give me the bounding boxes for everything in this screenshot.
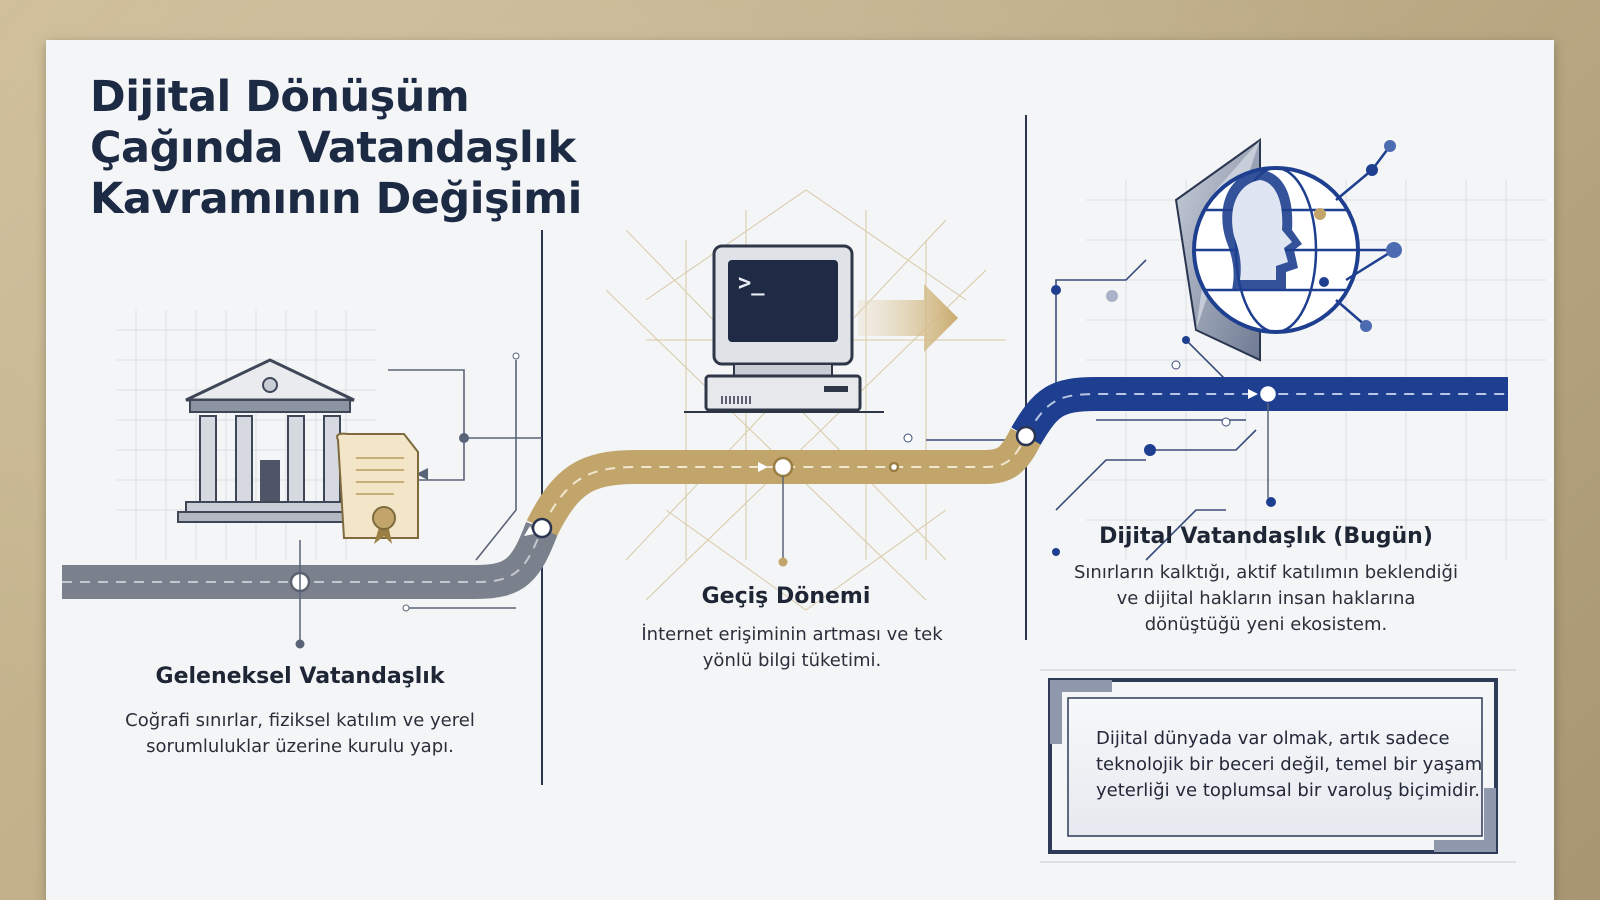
digital-globe-head-icon (1174, 138, 1402, 362)
computer-terminal-icon: >_ (684, 244, 884, 413)
government-building-icon (177, 358, 363, 523)
stage-transition-title: Geçiş Dönemi (701, 584, 871, 609)
quote-box-frame (1040, 669, 1516, 863)
svg-text:>_: >_ (738, 271, 765, 296)
infographic-card: >_ (46, 40, 1554, 900)
stage-transition-description: İnternet erişiminin artması ve tek yönlü… (641, 624, 943, 671)
stage-digital-description: Sınırların kalktığı, aktif katılımın bek… (1074, 562, 1458, 635)
stage-digital-title: Dijital Vatandaşlık (Bugün) (1099, 524, 1433, 549)
page-title: Dijital Dönüşüm Çağında Vatandaşlık Kavr… (90, 72, 582, 224)
timeline-transition-segment (526, 428, 1042, 536)
right-circuit-traces (926, 259, 1257, 561)
left-circuit-traces (388, 360, 542, 609)
timeline-digital-segment (1011, 377, 1508, 445)
stage-traditional-description: Coğrafi sınırlar, fiziksel katılım ve ye… (125, 710, 475, 757)
quote-text: Dijital dünyada var olmak, artık sadece … (1096, 728, 1483, 801)
certificate-scroll-icon (336, 432, 419, 544)
stage-traditional-title: Geleneksel Vatandaşlık (155, 664, 445, 689)
right-arrow-icon (858, 284, 958, 352)
timeline-illustration: >_ (62, 115, 1546, 863)
